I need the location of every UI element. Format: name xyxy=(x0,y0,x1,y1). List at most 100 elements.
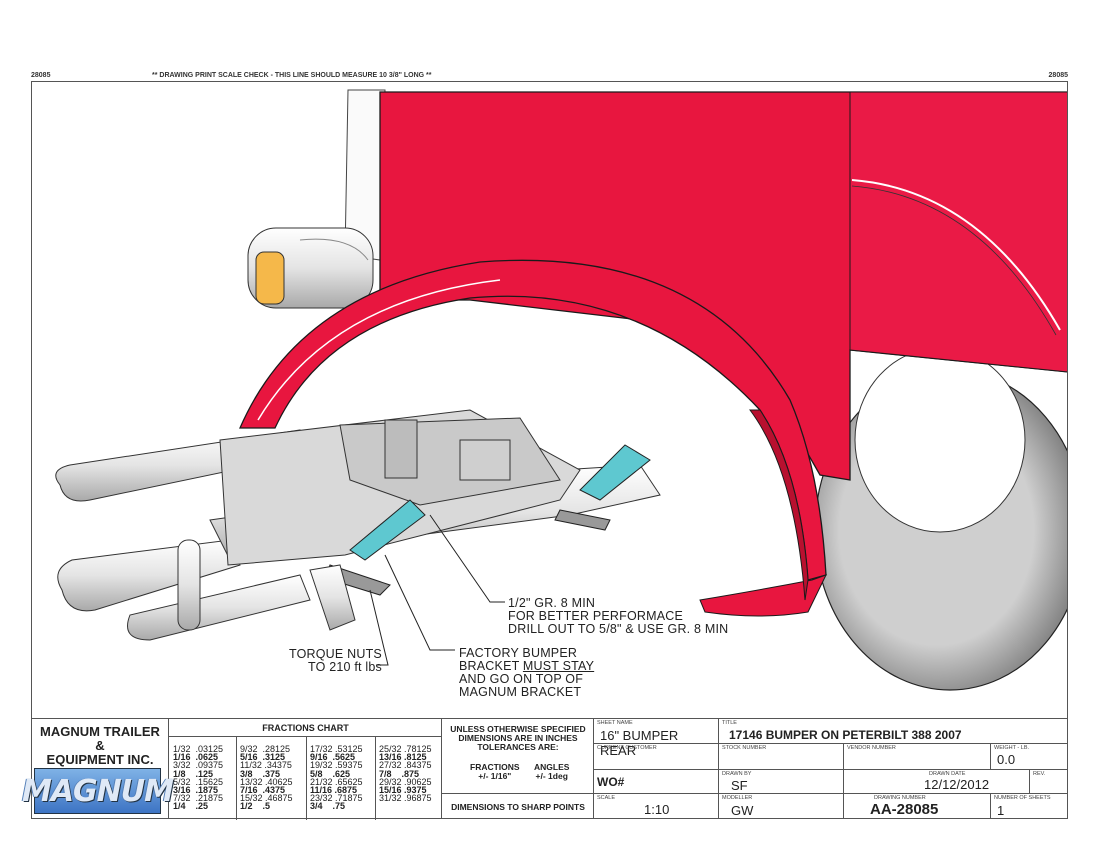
fraction-entry: 7/16 .4375 xyxy=(240,785,286,796)
fraction-entry: 13/32 .40625 xyxy=(240,776,293,787)
fraction-entry: 3/32 .09375 xyxy=(173,760,224,771)
sharp-points-cell: DIMENSIONS TO SHARP POINTS xyxy=(442,793,594,819)
fraction-entry: 7/32 .21875 xyxy=(173,793,224,804)
fraction-entry: 13/16 .8125 xyxy=(379,752,427,763)
fraction-entry: 9/32 .28125 xyxy=(240,744,291,754)
sheets-cell: NUMBER OF SHEETS 1 xyxy=(991,793,1068,819)
wo-cell: WO# xyxy=(594,769,719,793)
work-order-label: WO# xyxy=(597,775,625,789)
fraction-entry: 29/32 .90625 xyxy=(379,776,432,787)
modeller-cell: MODELLER GW xyxy=(719,793,844,819)
tolerances-cell: UNLESS OTHERWISE SPECIFIED DIMENSIONS AR… xyxy=(442,718,594,793)
fraction-entry: 19/32 .59375 xyxy=(310,760,363,771)
tolerance-heading-3: TOLERANCES ARE: xyxy=(477,742,559,752)
fraction-entry: 1/2 .5 xyxy=(240,801,271,812)
sheet-name-caption: SHEET NAME xyxy=(597,720,633,726)
number-of-sheets: 1 xyxy=(997,803,1005,818)
weight-caption: WEIGHT - LB. xyxy=(994,745,1030,751)
leader-lines xyxy=(369,514,505,666)
callout-bolt-spec: 1/2" GR. 8 MIN FOR BETTER PERFORMACE DRI… xyxy=(508,596,729,636)
weight-value: 0.0 xyxy=(997,752,1016,767)
sharp-points-note: DIMENSIONS TO SHARP POINTS xyxy=(451,802,585,812)
sheet-name-cell: SHEET NAME 16" BUMPER REAR xyxy=(594,718,719,758)
doc-number-left: 28085 xyxy=(31,72,51,79)
fraction-entry: 1/4 .25 xyxy=(173,801,209,812)
title-caption: TITLE xyxy=(722,720,737,726)
drawing-number-cell: DRAWING NUMBER AA-28085 xyxy=(844,793,991,819)
customer-caption: CURRENT CUSTOMER xyxy=(597,745,657,751)
company-name-line2: & xyxy=(95,738,105,753)
angles-tol-value: +/- 1deg xyxy=(535,771,568,781)
scale-value: 1:10 xyxy=(644,802,670,817)
doc-number-right: 28085 xyxy=(1048,72,1068,79)
fraction-entry: 3/16 .1875 xyxy=(173,785,219,796)
fractions-title: FRACTIONS CHART xyxy=(262,723,349,733)
weight-cell: WEIGHT - LB. 0.0 xyxy=(991,743,1068,769)
fraction-entry: 11/32 .34375 xyxy=(240,760,292,771)
fraction-entry: 5/32 .15625 xyxy=(173,776,224,787)
scale-caption: SCALE xyxy=(597,795,616,801)
drawing-number: AA-28085 xyxy=(870,801,939,818)
drawn-date: 12/12/2012 xyxy=(924,777,990,792)
fraction-entry: 5/8 .625 xyxy=(310,768,351,779)
scale-check-note: ** DRAWING PRINT SCALE CHECK - THIS LINE… xyxy=(152,72,432,79)
fraction-entry: 11/16 .6875 xyxy=(310,785,358,796)
drawn-date-caption: DRAWN DATE xyxy=(929,771,966,777)
callout-torque: TORQUE NUTS TO 210 ft lbs xyxy=(289,647,382,674)
rev-caption: REV. xyxy=(1033,771,1046,777)
fractions-tol-value: +/- 1/16" xyxy=(478,771,512,781)
modeller-caption: MODELLER xyxy=(722,795,753,801)
vendor-number-caption: VENDOR NUMBER xyxy=(847,745,896,751)
drawn-date-cell: DRAWN DATE 12/12/2012 xyxy=(844,769,1030,793)
stock-number-cell: STOCK NUMBER xyxy=(719,743,844,769)
fraction-entry: 15/32 .46875 xyxy=(240,793,293,804)
magnum-bracket xyxy=(349,444,651,561)
tolerance-heading-2: DIMENSIONS ARE IN INCHES xyxy=(458,733,578,743)
fraction-entry: 23/32 .71875 xyxy=(310,793,363,804)
drawing-number-caption: DRAWING NUMBER xyxy=(874,795,926,801)
headlight xyxy=(247,227,374,309)
angles-tol-label: ANGLES xyxy=(534,762,570,772)
fraction-entry: 21/32 .65625 xyxy=(310,776,363,787)
fractions-tol-label: FRACTIONS xyxy=(470,762,520,772)
modeller: GW xyxy=(731,803,754,818)
title-block: MAGNUM TRAILER & EQUIPMENT INC. MAGNUM F… xyxy=(22,718,1068,820)
sheet-name: 16" BUMPER REAR xyxy=(600,728,679,758)
fraction-entry: 31/32 .96875 xyxy=(379,793,432,804)
magnum-logo: MAGNUM xyxy=(22,768,174,814)
fraction-entry: 1/32 .03125 xyxy=(173,744,224,754)
drawn-by-cell: DRAWN BY SF xyxy=(719,769,844,793)
company-cell: MAGNUM TRAILER & EQUIPMENT INC. MAGNUM xyxy=(22,718,174,819)
tolerance-heading-1: UNLESS OTHERWISE SPECIFIED xyxy=(450,724,586,734)
fraction-entry: 1/8 .125 xyxy=(173,768,214,779)
company-name-line3: EQUIPMENT INC. xyxy=(46,752,154,767)
fraction-entry: 3/4 .75 xyxy=(310,801,346,812)
fraction-entry: 3/8 .375 xyxy=(240,768,281,779)
title-cell: TITLE 17146 BUMPER ON PETERBILT 388 2007 xyxy=(719,718,1068,743)
drawn-by-caption: DRAWN BY xyxy=(722,771,752,777)
scale-cell: SCALE 1:10 xyxy=(594,793,719,819)
company-name-line1: MAGNUM TRAILER xyxy=(40,724,160,739)
fraction-entry: 9/16 .5625 xyxy=(310,752,356,763)
stock-number-caption: STOCK NUMBER xyxy=(722,745,767,751)
rear-tire xyxy=(814,347,1067,691)
drawn-by: SF xyxy=(731,778,748,793)
fraction-entry: 15/16 .9375 xyxy=(379,785,427,796)
fraction-entry: 1/16 .0625 xyxy=(173,752,219,763)
fraction-entry: 7/8 .875 xyxy=(379,768,420,779)
fraction-entry: 17/32 .53125 xyxy=(310,744,363,754)
rev-cell: REV. xyxy=(1030,769,1068,793)
customer-cell: CURRENT CUSTOMER xyxy=(594,743,719,769)
drawing-title: 17146 BUMPER ON PETERBILT 388 2007 xyxy=(729,728,962,742)
callout-factory-bracket: FACTORY BUMPER BRACKET MUST STAY AND GO … xyxy=(459,646,595,699)
fraction-entry: 27/32 .84375 xyxy=(379,760,432,771)
sheets-caption: NUMBER OF SHEETS xyxy=(994,795,1051,801)
drawing-frame xyxy=(31,81,1068,819)
fraction-entry: 5/16 .3125 xyxy=(240,752,286,763)
vendor-number-cell: VENDOR NUMBER xyxy=(844,743,991,769)
